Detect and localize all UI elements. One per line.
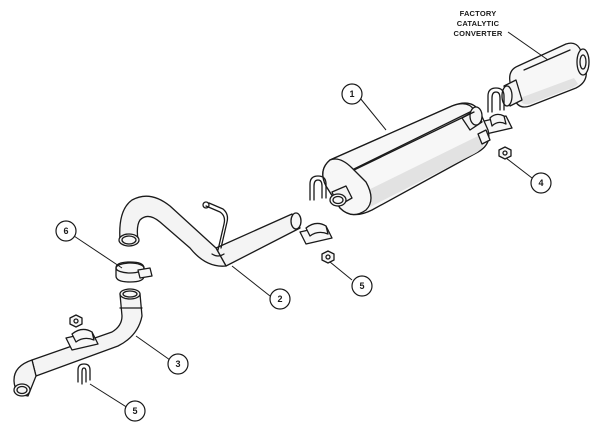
saddle-clamp-rear (65, 328, 99, 351)
saddle-clamp (299, 222, 333, 245)
tailpipe (13, 288, 143, 397)
nut-rear (69, 314, 83, 328)
note-line-3: CONVERTER (454, 29, 503, 38)
callout-5-mid: 5 (329, 261, 373, 297)
note-line-1: FACTORY (460, 9, 497, 18)
callout-2: 2 (231, 265, 291, 310)
u-bolt-clamp-mid (309, 175, 327, 201)
callout-5-rear: 5 (89, 383, 146, 422)
callout-label: 5 (132, 406, 137, 416)
intermediate-pipe (118, 195, 302, 267)
callout-label: 4 (538, 178, 543, 188)
catalytic-converter (501, 42, 590, 108)
muffler (322, 102, 490, 216)
nut-mid (321, 250, 335, 264)
catalytic-converter-note: FACTORY CATALYTIC CONVERTER (454, 9, 549, 61)
muffler-hanger-tab (477, 129, 491, 145)
callout-label: 1 (349, 89, 354, 99)
band-clamp (115, 261, 153, 283)
note-line-2: CATALYTIC (457, 19, 500, 28)
nut (498, 146, 512, 160)
u-bolt-clamp-front (479, 87, 513, 135)
callout-label: 2 (277, 294, 282, 304)
callout-label: 3 (175, 359, 180, 369)
u-bolt-clamp-rear (77, 363, 91, 385)
callout-6: 6 (55, 220, 123, 269)
note-leader (507, 31, 549, 61)
callout-1: 1 (341, 83, 387, 131)
callout-3: 3 (135, 335, 189, 375)
callout-label: 5 (359, 281, 364, 291)
callout-4: 4 (505, 157, 552, 194)
callout-label: 6 (63, 226, 68, 236)
